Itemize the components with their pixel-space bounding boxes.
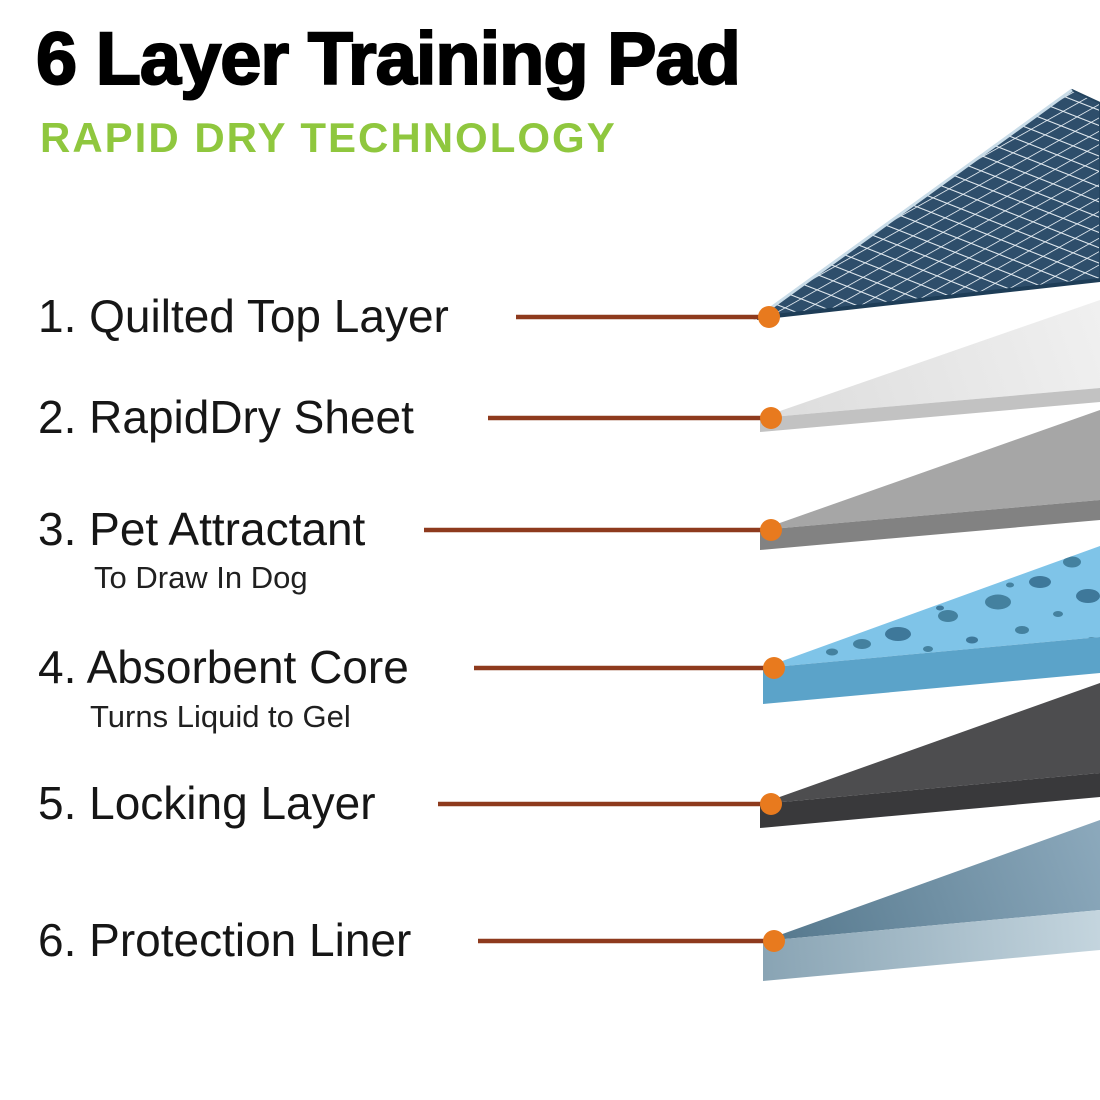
layer-4-front-face xyxy=(763,637,1100,704)
layer-label-6: 6. Protection Liner xyxy=(38,913,412,966)
layer-2-top-face xyxy=(760,300,1100,418)
page-title: 6 Layer Training Pad xyxy=(35,17,742,100)
marker-dot-4 xyxy=(763,657,785,679)
layer-6-front-face xyxy=(763,910,1100,981)
layer-6-top-face xyxy=(763,820,1100,941)
layer-label-1: 1. Quilted Top Layer xyxy=(38,289,449,342)
mesh-bottom-edge xyxy=(756,278,1100,320)
marker-dot-3 xyxy=(760,519,782,541)
layer-sublabel-3: To Draw In Dog xyxy=(94,560,308,595)
layer-4-top-face xyxy=(763,546,1100,668)
layer-3-front-face xyxy=(760,500,1100,550)
marker-dots xyxy=(758,306,785,952)
layer-label-5: 5. Locking Layer xyxy=(38,776,376,829)
layer-label-4: 4. Absorbent Core xyxy=(38,640,409,693)
absorbent-core-gel-spots xyxy=(826,556,1100,656)
marker-dot-2 xyxy=(760,407,782,429)
layer-1-quilted-mesh-shape xyxy=(753,88,1100,320)
layer-label-3: 3. Pet Attractant xyxy=(38,502,366,555)
layer-5-front-face xyxy=(760,773,1100,828)
marker-dot-6 xyxy=(763,930,785,952)
connector-lines xyxy=(424,314,774,944)
layer-3-top-face xyxy=(760,410,1100,530)
marker-dot-1 xyxy=(758,306,780,328)
layer-5-top-face xyxy=(760,683,1100,804)
layer-label-2: 2. RapidDry Sheet xyxy=(38,390,414,443)
layer-2-front-face xyxy=(760,388,1100,432)
subtitle: RAPID DRY TECHNOLOGY xyxy=(40,114,617,161)
layer-sublabel-4: Turns Liquid to Gel xyxy=(90,699,351,734)
layer-3-pet-attractant-shape xyxy=(760,410,1100,550)
layer-2-rapiddry-sheet-shape xyxy=(760,300,1100,432)
layer-5-locking-layer-shape xyxy=(760,683,1100,828)
layer-6-protection-liner-shape xyxy=(763,820,1100,981)
marker-dot-5 xyxy=(760,793,782,815)
layer-4-absorbent-core-shape xyxy=(763,546,1100,704)
mesh-top-edge-highlight xyxy=(756,88,1073,320)
